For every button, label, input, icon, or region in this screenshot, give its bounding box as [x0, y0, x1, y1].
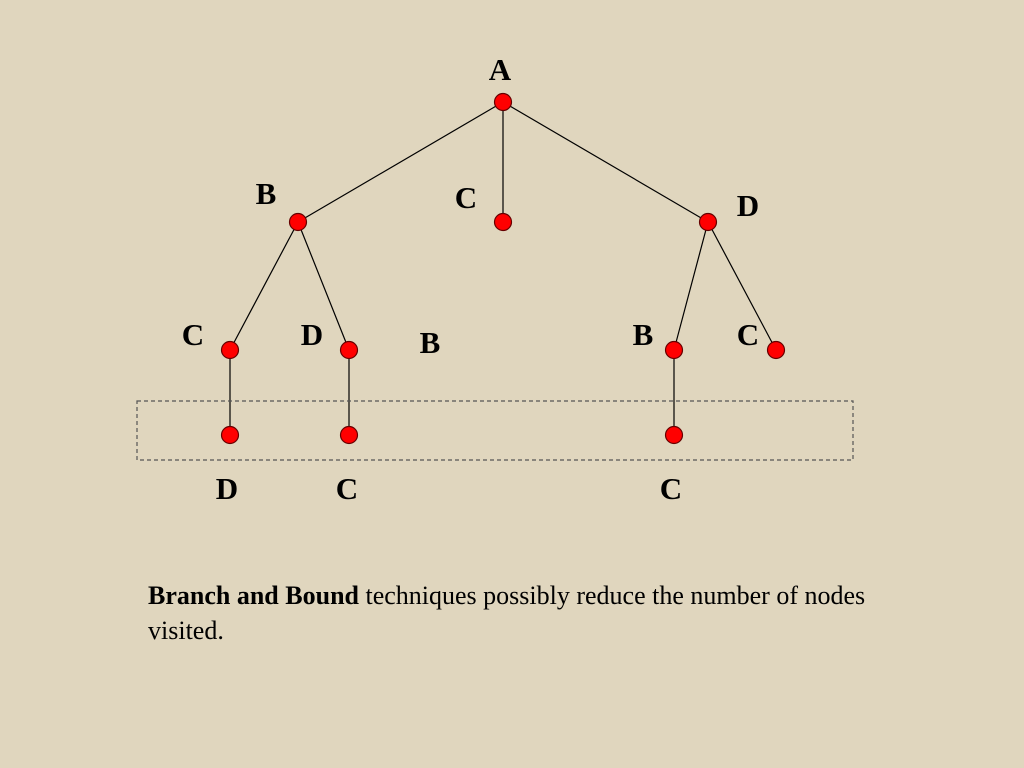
edge-d-b — [673, 221, 709, 351]
caption-text: Branch and Bound techniques possibly red… — [148, 578, 888, 648]
label-b: B — [256, 176, 277, 211]
node-bd-c — [339, 425, 359, 445]
label-bc-d: D — [216, 471, 238, 506]
tree-labels: A B C D C D B B C D C C — [182, 52, 759, 506]
edge-b-d — [297, 221, 350, 351]
bound-box — [136, 400, 854, 461]
label-root: A — [489, 52, 512, 87]
tree-nodes — [220, 92, 786, 445]
node-bc-d — [220, 425, 240, 445]
node-b-d — [339, 340, 359, 360]
node-d-b — [664, 340, 684, 360]
label-bd-c: C — [336, 471, 358, 506]
node-db-c — [664, 425, 684, 445]
label-db-c: C — [660, 471, 682, 506]
node-b-c — [220, 340, 240, 360]
label-d-b: B — [633, 317, 654, 352]
search-tree-diagram: A B C D C D B B C D C C — [136, 52, 854, 506]
tree-edges — [229, 101, 777, 435]
caption-rest: techniques possibly reduce the number of… — [148, 581, 866, 645]
label-d: D — [737, 188, 759, 223]
label-b-d: D — [301, 317, 323, 352]
label-c: C — [455, 180, 477, 215]
label-d-c: C — [737, 317, 759, 352]
label-b-c: C — [182, 317, 204, 352]
node-c — [493, 212, 513, 232]
edge-d-c — [707, 221, 777, 351]
node-d — [698, 212, 718, 232]
edge-a-d — [502, 101, 709, 223]
label-c-b: B — [420, 325, 441, 360]
edge-a-b — [297, 101, 504, 223]
caption-bold: Branch and Bound — [148, 581, 359, 610]
node-a — [493, 92, 513, 112]
edge-b-c — [229, 221, 299, 351]
node-b — [288, 212, 308, 232]
node-d-c — [766, 340, 786, 360]
